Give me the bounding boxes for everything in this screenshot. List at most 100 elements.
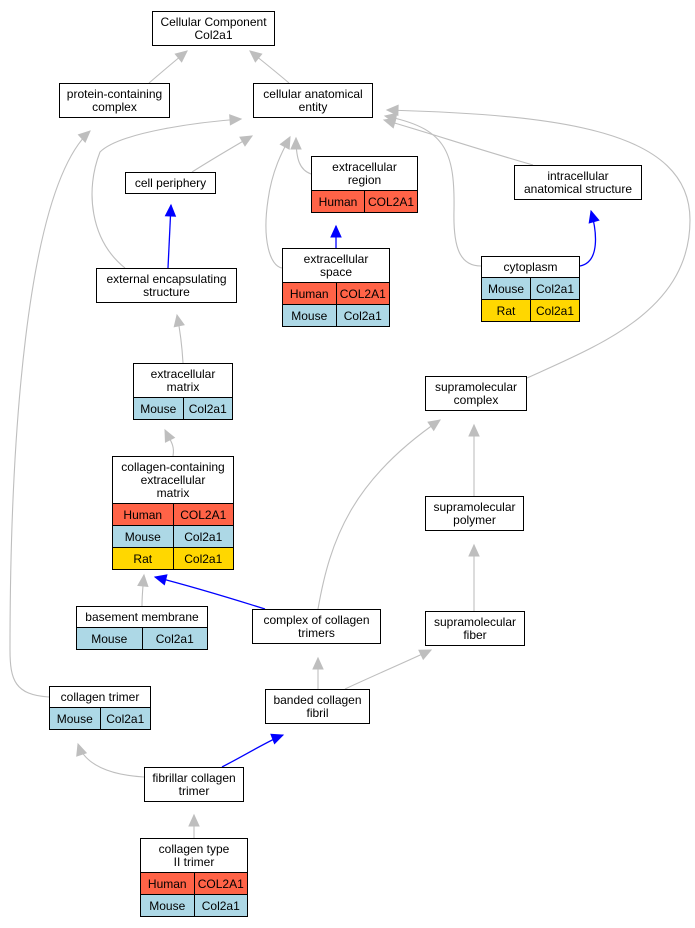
node-supramolecular-complex[interactable]: supramolecular complex xyxy=(425,376,527,411)
node-label: supramolecular complex xyxy=(434,380,518,407)
gene-symbol: Col2a1 xyxy=(172,548,234,569)
node-label: extracellular matrix xyxy=(150,367,216,394)
edge-external-encapsulating-to-cellular-anatomical-entity xyxy=(91,118,242,269)
arrowhead xyxy=(164,428,176,443)
species-name: Mouse xyxy=(291,308,328,323)
gene-symbol: COL2A1 xyxy=(172,504,234,525)
node-complex-collagen-trimers[interactable]: complex of collagen trimers xyxy=(252,609,381,644)
edge-cytoplasm-to-cellular-anatomical-entity xyxy=(384,115,482,267)
gene-symbol: Col2a1 xyxy=(172,526,234,547)
edge-extracellular-space-to-cellular-anatomical-entity xyxy=(265,136,291,269)
edge-banded-collagen-fibril-to-supramolecular-fiber xyxy=(344,649,432,690)
species-row-rat: Rat Col2a1 xyxy=(113,547,233,569)
edge-intracellular-structure-to-cellular-anatomical-entity xyxy=(383,119,534,166)
species-row-rat: Rat Col2a1 xyxy=(482,299,579,321)
gene-symbol: Col2a1 xyxy=(530,300,579,321)
node-protein-complex[interactable]: protein-containing complex xyxy=(59,83,170,118)
arrowhead xyxy=(468,543,480,557)
species-row-mouse: Mouse Col2a1 xyxy=(283,304,389,326)
node-label: extracellular region xyxy=(332,160,397,187)
node-label: basement membrane xyxy=(85,610,199,624)
species-name: Mouse xyxy=(149,898,186,913)
node-intracellular-structure[interactable]: intracellular anatomical structure xyxy=(514,165,642,200)
species-name: Human xyxy=(318,194,358,209)
species-name: Mouse xyxy=(124,529,161,544)
edge-collagen-trimer-to-protein-complex xyxy=(9,130,91,698)
edge-supramolecular-complex-to-cellular-anatomical-entity xyxy=(386,109,691,379)
gene-symbol: Col2a1 xyxy=(530,278,579,299)
species-name: Mouse xyxy=(56,711,93,726)
node-label: fibrillar collagen trimer xyxy=(152,771,236,798)
node-label: intracellular anatomical structure xyxy=(523,169,633,196)
species-name: Mouse xyxy=(91,631,128,646)
node-label: collagen trimer xyxy=(60,690,140,704)
arrowhead xyxy=(76,742,88,757)
arrowhead xyxy=(164,203,177,217)
gene-symbol: Col2a1 xyxy=(335,305,390,326)
species-row-human: Human COL2A1 xyxy=(113,503,233,525)
node-label: collagen type II trimer xyxy=(158,842,230,869)
arrowhead xyxy=(249,50,263,63)
node-supramolecular-polymer[interactable]: supramolecular polymer xyxy=(425,496,524,531)
arrowhead xyxy=(312,656,324,670)
arrowhead xyxy=(188,813,200,827)
node-cellular-anatomical-entity[interactable]: cellular anatomical entity xyxy=(253,83,373,118)
node-supramolecular-fiber[interactable]: supramolecular fiber xyxy=(425,611,525,646)
gene-symbol: Col2a1 xyxy=(193,895,248,916)
species-row-mouse: Mouse Col2a1 xyxy=(77,627,207,649)
arrowhead xyxy=(279,135,291,150)
gene-symbol: Col2a1 xyxy=(99,708,151,729)
node-label: complex of collagen trimers xyxy=(263,613,370,640)
node-fibrillar-collagen-trimer[interactable]: fibrillar collagen trimer xyxy=(144,767,244,802)
species-name: Rat xyxy=(496,303,516,318)
node-root[interactable]: Cellular Component Col2a1 xyxy=(152,11,275,46)
arrowhead xyxy=(385,104,399,117)
node-label: Cellular Component Col2a1 xyxy=(160,15,267,42)
arrowhead xyxy=(383,112,398,124)
arrowhead xyxy=(239,135,254,147)
node-label: supramolecular fiber xyxy=(433,615,517,642)
species-row-human: Human COL2A1 xyxy=(312,190,417,212)
gene-symbol: COL2A1 xyxy=(335,283,390,304)
node-cell-periphery[interactable]: cell periphery xyxy=(125,172,216,194)
arrowhead xyxy=(137,573,149,588)
node-banded-collagen-fibril[interactable]: banded collagen fibril xyxy=(265,689,370,724)
gene-symbol: Col2a1 xyxy=(141,628,208,649)
gene-symbol: COL2A1 xyxy=(193,873,248,894)
arrowhead xyxy=(229,114,243,126)
gene-symbol: COL2A1 xyxy=(364,191,417,212)
node-collagen-ecm[interactable]: collagen-containing extracellular matrix… xyxy=(112,456,234,570)
node-label: extracellular space xyxy=(303,252,369,279)
arrowhead xyxy=(290,136,302,150)
node-label: supramolecular polymer xyxy=(433,500,516,527)
arrowhead xyxy=(153,574,168,586)
arrowhead xyxy=(418,649,433,661)
node-label: cell periphery xyxy=(134,176,207,190)
node-external-encapsulating[interactable]: external encapsulating structure xyxy=(96,268,237,303)
arrowhead xyxy=(77,130,91,144)
edge-fibrillar-collagen-trimer-to-collagen-trimer xyxy=(77,743,145,778)
species-name: Rat xyxy=(133,551,153,566)
node-label: cellular anatomical entity xyxy=(263,87,363,114)
edge-complex-collagen-trimers-to-supramolecular-complex xyxy=(317,419,441,610)
node-label: banded collagen fibril xyxy=(273,693,362,720)
arrowhead xyxy=(174,50,188,63)
edge-complex-collagen-trimers-to-collagen-ecm xyxy=(154,576,266,610)
species-name: Human xyxy=(147,876,187,891)
node-label: protein-containing complex xyxy=(66,87,163,114)
arrowhead xyxy=(588,209,600,224)
species-name: Human xyxy=(123,507,163,522)
species-row-mouse: Mouse Col2a1 xyxy=(113,525,233,547)
species-row-mouse: Mouse Col2a1 xyxy=(141,894,247,916)
node-label: external encapsulating structure xyxy=(106,272,227,299)
